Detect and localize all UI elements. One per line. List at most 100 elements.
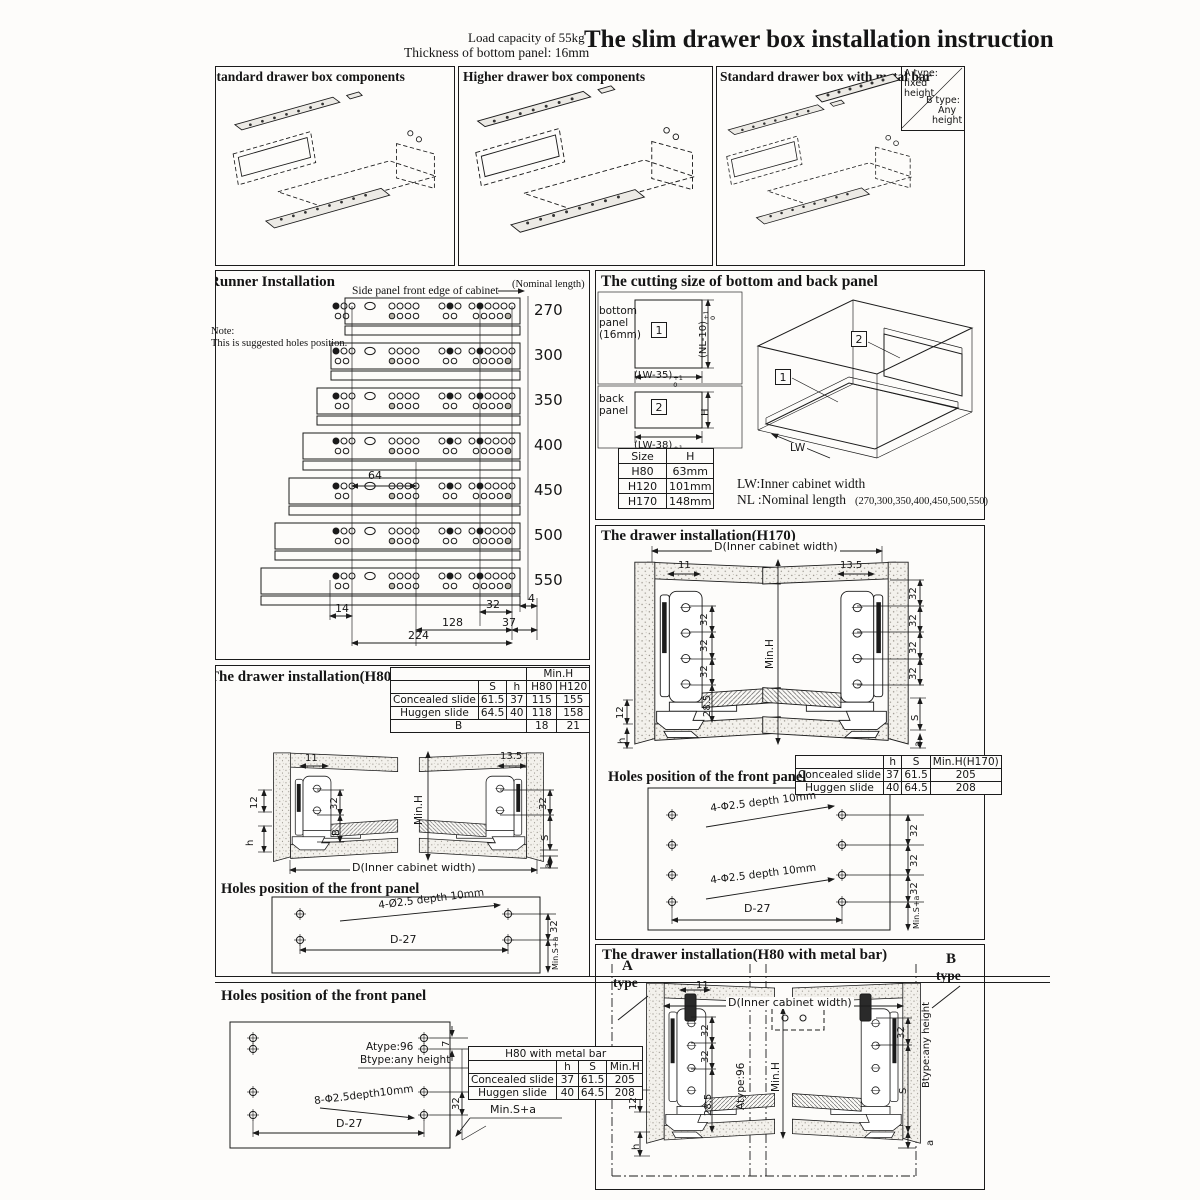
table-cell: S [901,755,931,769]
table-cell: 208 [929,781,1002,795]
dim-label: B [331,829,342,836]
table-cell: 64.5 [477,706,508,720]
dim-label: 32 [909,882,920,895]
dim-label: H [700,408,711,416]
dim-label: 32 [908,641,919,654]
dim-label: Min.H [413,795,425,825]
dim-label: 32 [909,854,920,867]
dim-label: 4 [528,592,535,605]
table-cell: 205 [929,768,1002,782]
table-cell [389,667,528,681]
table-cell: S [477,680,508,694]
lw-dim: LW [788,442,808,455]
table-cell: Size [618,448,667,464]
table-cell: 40 [555,1086,579,1100]
b-type-label: type [936,968,961,983]
dim-label: D-27 [336,1117,363,1130]
thickness-note: Thickness of bottom panel: 16mm [404,45,590,60]
dim-label: 12 [628,1097,639,1110]
panel-h80120-installation: The drawer installation(H80/120) [215,665,590,976]
table-cell: 155 [556,693,591,707]
table-cell: Min.H(H170) [929,755,1002,769]
table-cell: 148mm [665,493,715,509]
table-cell: 40 [882,781,903,795]
dim-label: D-27 [390,933,417,946]
btype-height-label: Btype:any height [921,1001,932,1088]
bottom-panel-label: panel [599,317,629,329]
panel-cutting-size: The cutting size of bottom and back pane… [595,270,985,520]
dim-label: 14 [335,602,349,615]
atype-96-label: Atype:96 [735,1062,747,1110]
bottom-panel-label: bottom [599,305,637,317]
table-cell: 64.5 [577,1086,608,1100]
dim-label: 32 [486,598,500,611]
table-cell: Concealed slide [390,693,479,707]
dim-label: 32 [549,920,560,933]
table-cell: 37 [555,1073,579,1087]
dim-label: 13.5 [840,560,863,571]
table-cell: Min.H [606,1060,644,1074]
table-cell [468,1060,557,1074]
panel-runner-installation: Runner Installation [215,270,590,660]
dim-label: 13.5 [500,751,523,762]
table-cell: h [506,680,528,694]
table-cell: 205 [606,1073,644,1087]
dim-label: 28.5 [703,1093,714,1116]
panel-title: The drawer installation(H80/120) [215,669,423,685]
back-panel-label: panel [599,405,629,417]
table-cell: H80 with metal bar [467,1046,644,1061]
panel-title: The cutting size of bottom and back pane… [601,273,878,290]
dim-label: 224 [408,629,429,642]
panel-standard-box: Standard drawer box components [215,66,455,266]
table-cell: Concealed slide [795,768,884,782]
table-cell: H80 [526,680,558,694]
table-cell: Min.H [526,667,591,681]
table-cell: 61.5 [901,768,931,782]
table-cell: Huggen slide [468,1086,557,1100]
table-cell: 64.5 [901,781,931,795]
nl-note-values: (270,300,350,400,450,500,550) [855,496,988,507]
dim-label: 11 [305,753,318,764]
note-label: This is suggested holes position. [211,338,348,349]
table-cell: H120 [618,478,667,494]
dim-label: 7 [441,1040,452,1047]
side-edge-label: Side panel front edge of cabinet [352,285,499,297]
d-width-label: D(Inner cabinet width) [712,540,840,553]
dim-label: a [925,1139,936,1146]
table-cell: 158 [556,706,591,720]
panel-title: Standard drawer box components [215,69,405,84]
note-label: Note: [211,326,235,337]
table-cell: Concealed slide [468,1073,557,1087]
panel-title: Runner Installation [215,274,336,290]
btype-label: Btype:any height [360,1054,451,1066]
type-legend-box [901,67,964,131]
table-cell: 21 [556,719,591,733]
table-cell: h [882,755,903,769]
table-cell: H120 [556,680,591,694]
dim-label: 11 [678,560,691,571]
table-cell: 18 [526,719,558,733]
dim-label: Min.H [764,639,776,669]
callout-2: 2 [651,399,667,415]
nominal-length-value: 450 [534,481,563,499]
nominal-length-label: (Nominal length) [512,279,585,290]
panel-title: The drawer installation(H170) [601,528,796,544]
dim-label: 32 [896,1026,907,1039]
table-cell: 37 [882,768,903,782]
dim-label: 32 [908,614,919,627]
dim-label: 28.5 [702,694,713,717]
a-type-label: type [613,975,638,990]
table-cell: 61.5 [477,693,508,707]
table-cell: H80 [618,463,667,479]
table-cell: 61.5 [577,1073,608,1087]
table-cell: h [555,1060,579,1074]
d-width-label: D(Inner cabinet width) [726,996,854,1009]
table-cell: 115 [526,693,558,707]
table-cell: 40 [506,706,528,720]
dim-label: 32 [700,1024,711,1037]
dim-label: h [245,839,256,846]
